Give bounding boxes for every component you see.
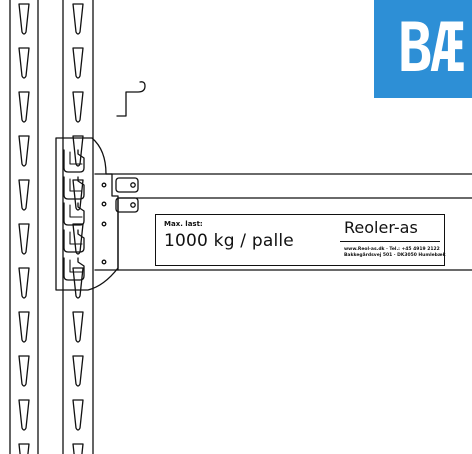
brand-divider — [340, 241, 440, 242]
upright-slot-0 — [18, 223, 30, 255]
upright-slot-1 — [72, 355, 84, 387]
upright-slot-0 — [18, 443, 30, 454]
upright-slot-0 — [18, 355, 30, 387]
contact-line-web-phone: www.Reol-as.dk · Tel.: +45 4919 2122 — [344, 247, 440, 252]
upright-slot-1 — [72, 399, 84, 431]
connector-tab-lower — [115, 197, 139, 213]
plate-rivet-3 — [101, 259, 107, 265]
upright-slot-0 — [18, 267, 30, 299]
upright-slot-1 — [72, 47, 84, 79]
beam-hook-inner-0 — [69, 151, 83, 165]
beam-connector-plate — [55, 137, 119, 291]
beam-hook-inner-4 — [69, 259, 83, 273]
upright-slot-1 — [72, 3, 84, 35]
beam-hook-inner-2 — [69, 204, 83, 218]
badge-text: BÆ — [398, 9, 465, 88]
plate-rivet-0 — [101, 182, 107, 188]
upright-slot-0 — [18, 399, 30, 431]
beam-hook-0 — [63, 149, 85, 173]
contact-info: www.Reol-as.dk · Tel.: +45 4919 2122 Bak… — [344, 247, 446, 259]
upright-slot-1 — [72, 267, 84, 299]
beam-hook-inner-3 — [69, 231, 83, 245]
upright-slot-0 — [18, 3, 30, 35]
beam-hook-3 — [63, 229, 85, 253]
plate-rivet-2 — [101, 221, 107, 227]
upright-slot-0 — [18, 47, 30, 79]
max-load-value: 1000 kg / palle — [164, 231, 294, 251]
beam-hook-inner-1 — [69, 178, 83, 192]
upright-slot-0 — [18, 179, 30, 211]
upright-slot-0 — [18, 311, 30, 343]
connector-bolt-1 — [130, 182, 136, 188]
plate-rivet-1 — [101, 201, 107, 207]
upright-slot-0 — [18, 135, 30, 167]
load-sign: Max. last: 1000 kg / palle Reoler-as www… — [155, 214, 446, 266]
upright-slot-1 — [72, 223, 84, 255]
upright-slot-1 — [72, 443, 84, 454]
upright-slot-0 — [18, 91, 30, 123]
connector-tab-upper — [115, 177, 139, 193]
connector-bolt-2 — [130, 202, 136, 208]
brand-name: Reoler-as — [344, 218, 418, 237]
section-badge: BÆ — [374, 0, 472, 98]
upright-slot-1 — [72, 311, 84, 343]
max-load-label: Max. last: — [164, 220, 203, 228]
beam-hook-4 — [63, 257, 85, 281]
beam-hook-1 — [63, 176, 85, 200]
safety-pin — [116, 81, 146, 117]
contact-line-address: Bakkegårdsvej 501 · DK3050 Humlebæk — [344, 253, 446, 258]
beam-hook-2 — [63, 202, 85, 226]
upright-slot-1 — [72, 91, 84, 123]
